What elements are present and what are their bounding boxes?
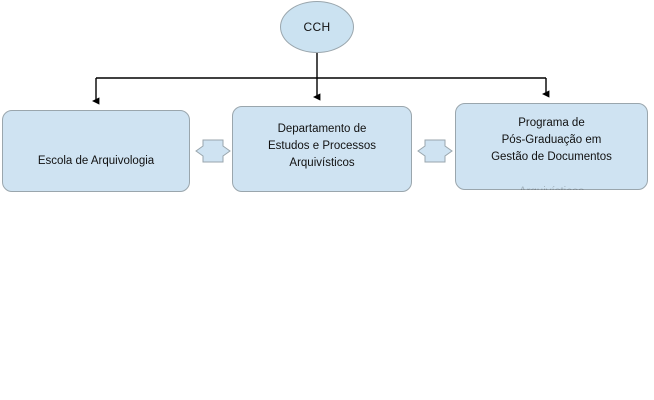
node-escola-de-arquivologia[interactable]: Escola de Arquivologia	[2, 110, 190, 192]
node-departamento-estudos-processos-arquivisticos[interactable]: Departamento de Estudos e Processos Arqu…	[232, 106, 412, 192]
node-escola-label: Escola de Arquivologia	[37, 155, 155, 167]
node-departamento-label: Departamento de Estudos e Processos Arqu…	[267, 123, 377, 169]
node-programa-pos-graduacao-gestao-documentos[interactable]: Programa de Pós-Graduação em Gestão de D…	[455, 103, 648, 190]
node-cch-label: CCH	[303, 20, 331, 34]
node-programa-clipped-line: Arquivísticos	[455, 184, 648, 190]
double-arrow-escola-departamento[interactable]	[194, 135, 232, 167]
double-arrow-departamento-programa[interactable]	[416, 135, 454, 167]
node-programa-label: Programa de Pós-Graduação em Gestão de D…	[491, 117, 612, 163]
node-cch[interactable]: CCH	[280, 1, 354, 53]
